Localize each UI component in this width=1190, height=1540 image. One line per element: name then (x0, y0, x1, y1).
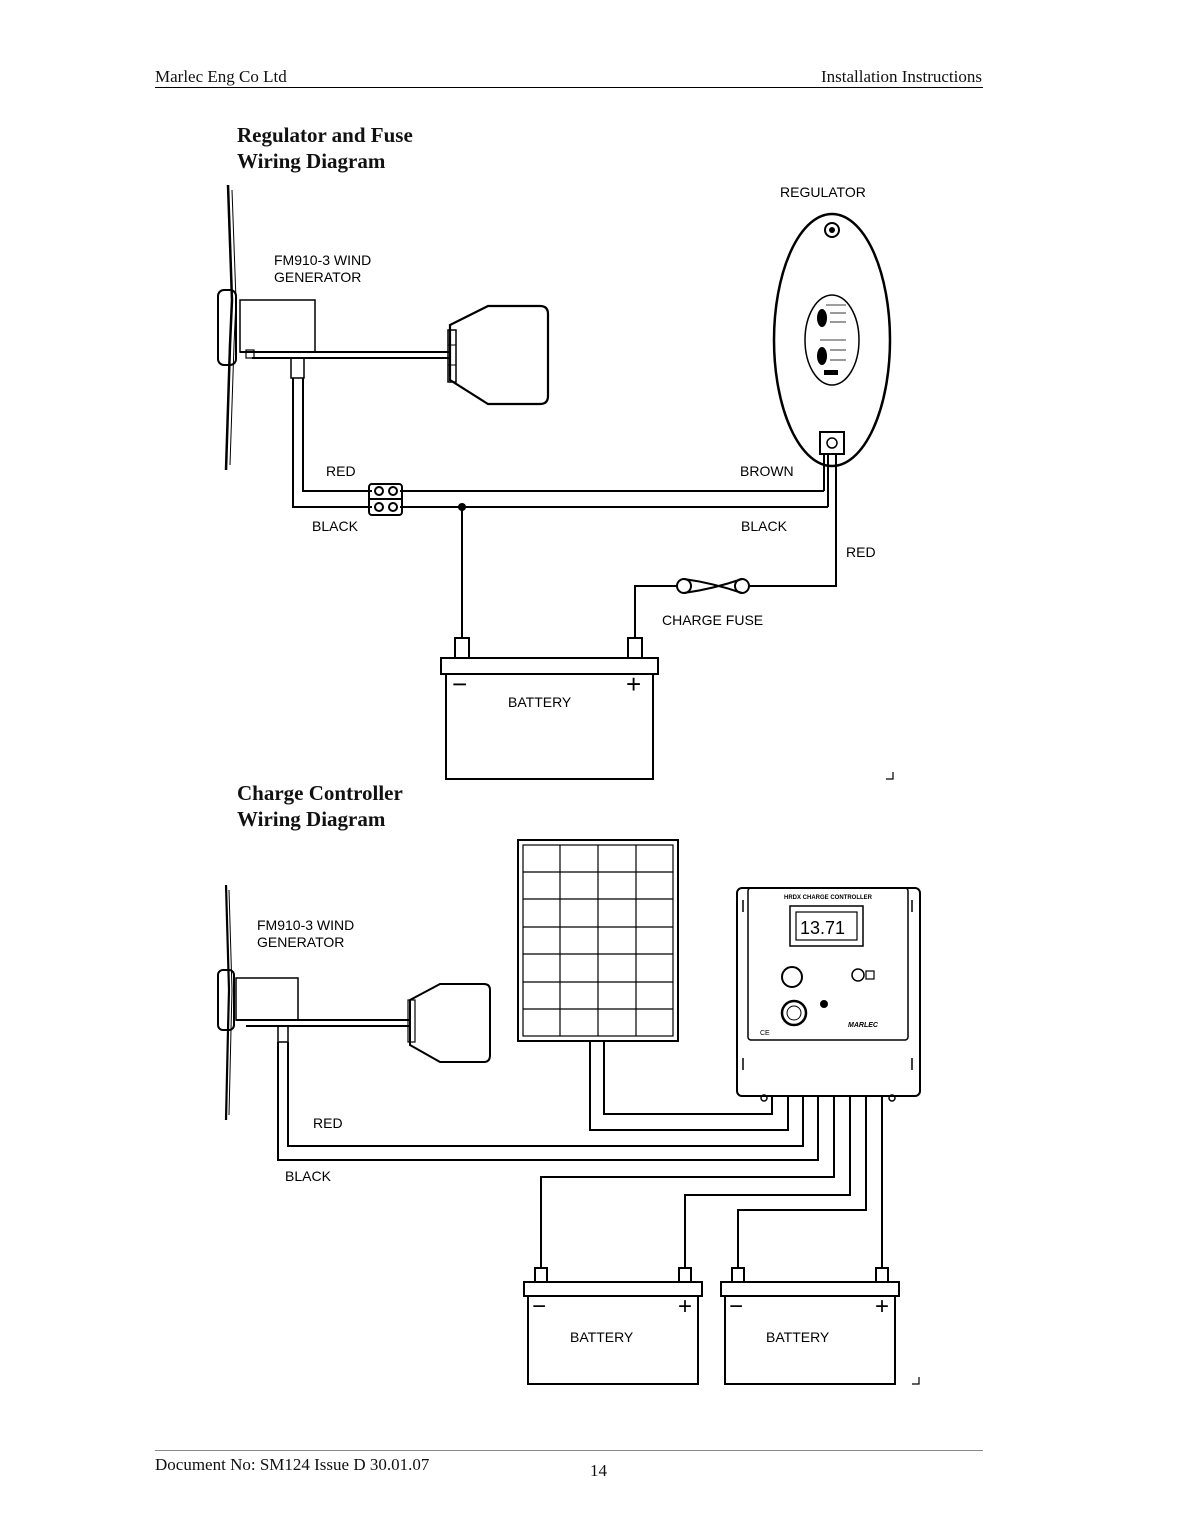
diagram1: FM910-3 WIND GENERATOR REGULATOR (217, 184, 894, 780)
diagram1-title-line2: Wiring Diagram (237, 149, 386, 173)
generator2-label-line2: GENERATOR (257, 934, 344, 950)
battery2a-minus: − (532, 1293, 546, 1320)
regulator-label: REGULATOR (780, 184, 866, 200)
page-number: 14 (590, 1461, 607, 1480)
battery2b-label: BATTERY (766, 1329, 830, 1345)
wind-generator-1 (217, 184, 550, 471)
controller-display: 13.71 (800, 918, 845, 938)
wire-label-red-right: RED (846, 544, 876, 560)
diagram2-wires (277, 1041, 883, 1268)
battery-2a (523, 1267, 703, 1385)
wire-label-brown: BROWN (740, 463, 794, 479)
diagram1-wires (292, 378, 837, 638)
controller-ce: CE (760, 1030, 770, 1037)
regulator-unit (772, 212, 892, 468)
corner-mark-2 (912, 1377, 920, 1385)
connector-block (368, 483, 403, 516)
diagram2: FM910-3 WIND GENERATOR (217, 839, 921, 1385)
generator1-label-line1: FM910-3 WIND (274, 252, 371, 268)
battery1-minus: − (452, 669, 467, 699)
battery1-plus: + (626, 669, 641, 699)
charge-fuse-label: CHARGE FUSE (662, 612, 763, 628)
header-rule (155, 87, 983, 88)
battery-2b (720, 1267, 900, 1385)
generator1-label-line2: GENERATOR (274, 269, 361, 285)
wind-generator-2 (217, 884, 491, 1121)
solar-panel (517, 839, 679, 1042)
diagram1-title: Regulator and Fuse Wiring Diagram (237, 122, 413, 174)
junction-dot (458, 503, 466, 511)
wire-label-black-right: BLACK (741, 518, 788, 534)
header-section: Installation Instructions (820, 67, 982, 86)
charge-controller (736, 887, 921, 1102)
corner-mark-1 (886, 772, 894, 780)
battery-1 (440, 637, 659, 780)
diagram2-title: Charge Controller Wiring Diagram (237, 780, 403, 832)
footer-rule (155, 1450, 983, 1451)
battery2a-plus: + (678, 1293, 692, 1320)
footer-document-number: Document No: SM124 Issue D 30.01.07 (155, 1455, 430, 1474)
battery1-label: BATTERY (508, 694, 572, 710)
charge-fuse (676, 578, 750, 594)
diagram1-title-line1: Regulator and Fuse (237, 123, 413, 147)
battery2b-plus: + (875, 1293, 889, 1320)
diagram2-title-line1: Charge Controller (237, 781, 403, 805)
controller-title: HRDX CHARGE CONTROLLER (784, 895, 873, 901)
controller-brand: MARLEC (848, 1022, 879, 1029)
header-company: Marlec Eng Co Ltd (155, 67, 287, 86)
wire-label-red: RED (313, 1115, 343, 1131)
wire-label-black: BLACK (285, 1168, 332, 1184)
generator2-label-line1: FM910-3 WIND (257, 917, 354, 933)
wire-label-black-left: BLACK (312, 518, 359, 534)
wire-label-red-left: RED (326, 463, 356, 479)
battery2b-minus: − (729, 1293, 743, 1320)
battery2a-label: BATTERY (570, 1329, 634, 1345)
diagram2-title-line2: Wiring Diagram (237, 807, 386, 831)
